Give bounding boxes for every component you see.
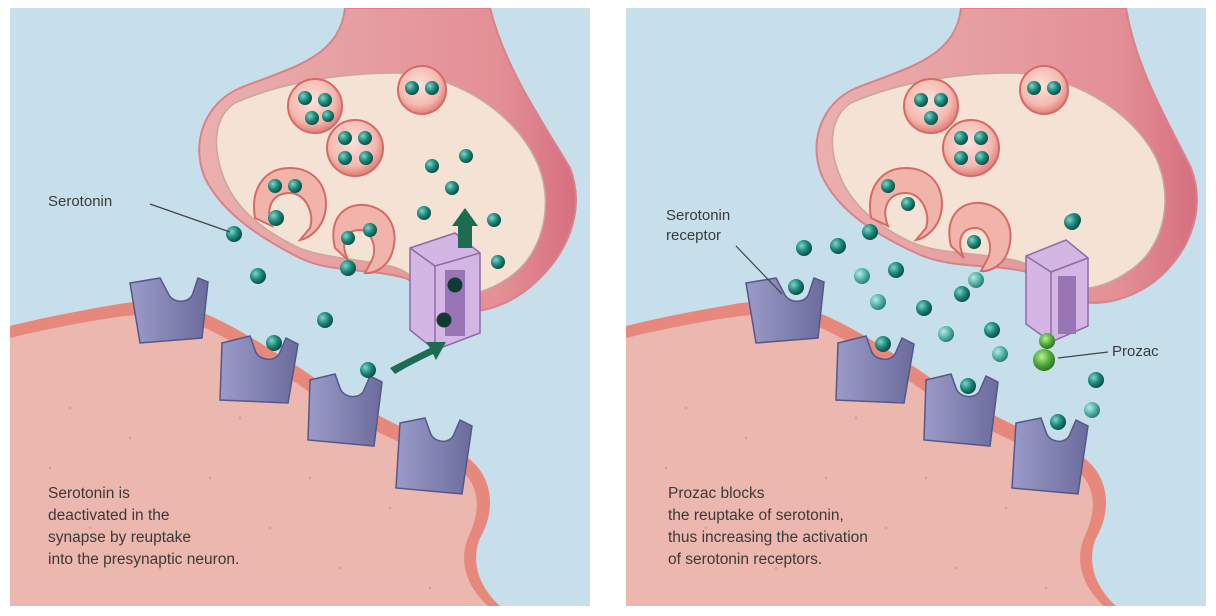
prozac-leader-line <box>1057 351 1109 359</box>
serotonin-receptor-2 <box>835 335 915 404</box>
fusing-vesicle-2 <box>948 201 1012 273</box>
receptor-label-line-2: receptor <box>666 227 721 244</box>
presynaptic-neuron <box>815 8 1198 304</box>
serotonin-receptor-4 <box>395 417 473 495</box>
vesicle-1 <box>903 78 959 134</box>
reuptake-arrow-up <box>452 208 478 248</box>
diagram-prozac: Prozac Serotonin receptor Prozac blocks … <box>626 8 1206 606</box>
caption-line-1: Serotonin is <box>48 485 130 502</box>
postsynaptic-neuron <box>10 300 500 606</box>
vesicle-2 <box>326 119 384 177</box>
caption-line-4: into the presynaptic neuron. <box>48 551 239 568</box>
caption-line-3: thus increasing the activation <box>668 529 868 546</box>
panel-reuptake: Serotonin Serotonin is deactivated in th… <box>10 8 590 606</box>
fusing-vesicle-1 <box>253 166 327 242</box>
caption-line-2: deactivated in the <box>48 507 170 524</box>
vesicle-2 <box>942 119 1000 177</box>
panel-prozac: Prozac Serotonin receptor Prozac blocks … <box>626 8 1206 606</box>
reuptake-transporter <box>409 232 481 351</box>
serotonin-receptor-2 <box>219 335 299 404</box>
serotonin-leader-line <box>149 203 231 233</box>
serotonin-molecule <box>226 226 242 242</box>
serotonin-receptor-3 <box>923 373 999 447</box>
serotonin-receptor-3 <box>307 373 383 447</box>
vesicle-3 <box>397 65 447 115</box>
reuptake-transporter-blocked <box>1025 239 1089 343</box>
caption-line-2: the reuptake of serotonin, <box>668 507 844 524</box>
vesicle-1 <box>287 78 343 134</box>
caption-right: Prozac blocks the reuptake of serotonin,… <box>668 485 868 568</box>
fusing-vesicle-1 <box>869 166 943 242</box>
reuptake-arrow-in <box>390 342 446 374</box>
serotonin-label: Serotonin <box>48 193 112 210</box>
caption-left: Serotonin is deactivated in the synapse … <box>48 485 239 568</box>
caption-line-1: Prozac blocks <box>668 485 765 502</box>
receptor-label: Serotonin receptor <box>666 207 730 244</box>
serotonin-receptor-1 <box>745 277 825 344</box>
caption-line-4: of serotonin receptors. <box>668 551 822 568</box>
receptor-label-line-1: Serotonin <box>666 207 730 224</box>
fusing-vesicle-2 <box>332 203 396 275</box>
serotonin-receptor-1 <box>129 277 209 344</box>
caption-line-3: synapse by reuptake <box>48 529 191 546</box>
serotonin-receptor-4 <box>1011 414 1089 495</box>
prozac-molecule <box>1033 333 1055 371</box>
prozac-label: Prozac <box>1112 343 1159 360</box>
diagram-reuptake: Serotonin Serotonin is deactivated in th… <box>10 8 590 606</box>
receptor-leader-line <box>735 245 783 295</box>
vesicle-3 <box>1019 65 1069 115</box>
postsynaptic-neuron <box>626 300 1116 606</box>
presynaptic-neuron <box>198 8 577 313</box>
